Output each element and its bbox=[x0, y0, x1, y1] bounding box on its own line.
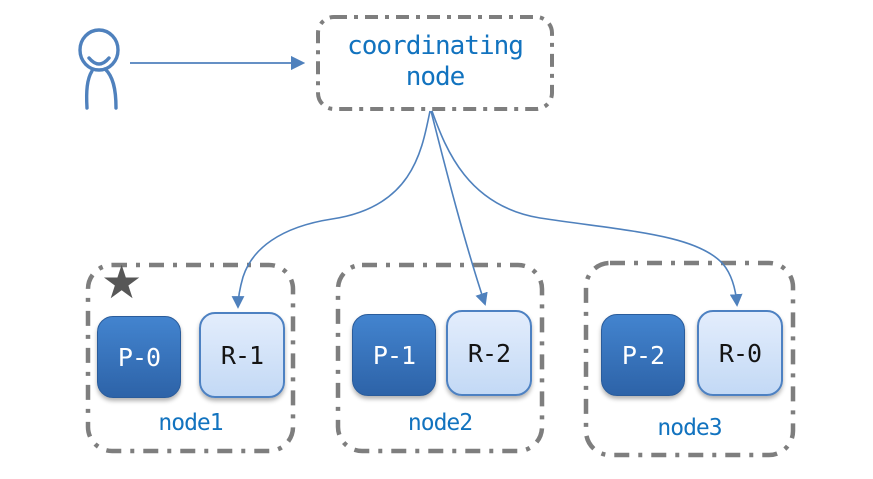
shard-replica-2: R-2 bbox=[446, 310, 532, 396]
shard-label: R-1 bbox=[220, 340, 264, 370]
node2-label: node2 bbox=[407, 410, 473, 436]
node3-label: node3 bbox=[657, 415, 722, 441]
node1-border bbox=[85, 262, 296, 454]
person-icon bbox=[78, 28, 120, 110]
shard-label: R-0 bbox=[718, 338, 762, 368]
node2-border bbox=[335, 262, 545, 454]
shard-primary-2: P-2 bbox=[601, 314, 685, 396]
master-star-icon: ★ bbox=[101, 255, 143, 309]
arrow-coordinator-to-r0 bbox=[431, 110, 743, 307]
coordinating-node-label: coordinating node bbox=[347, 31, 524, 92]
node1-label: node1 bbox=[158, 410, 223, 436]
node3-border bbox=[583, 260, 796, 458]
shard-replica-1: R-1 bbox=[199, 312, 285, 398]
coordinating-node-border bbox=[316, 15, 554, 111]
shard-label: R-2 bbox=[467, 338, 511, 368]
shard-primary-0: P-0 bbox=[97, 316, 181, 398]
shard-label: P-0 bbox=[117, 342, 161, 372]
shard-replica-0: R-0 bbox=[697, 310, 783, 396]
shard-label: P-2 bbox=[621, 340, 665, 370]
shard-primary-1: P-1 bbox=[352, 314, 436, 396]
arrow-coordinator-to-r2 bbox=[430, 110, 488, 306]
shard-label: P-1 bbox=[372, 340, 416, 370]
arrow-coordinator-to-r1 bbox=[231, 110, 431, 309]
